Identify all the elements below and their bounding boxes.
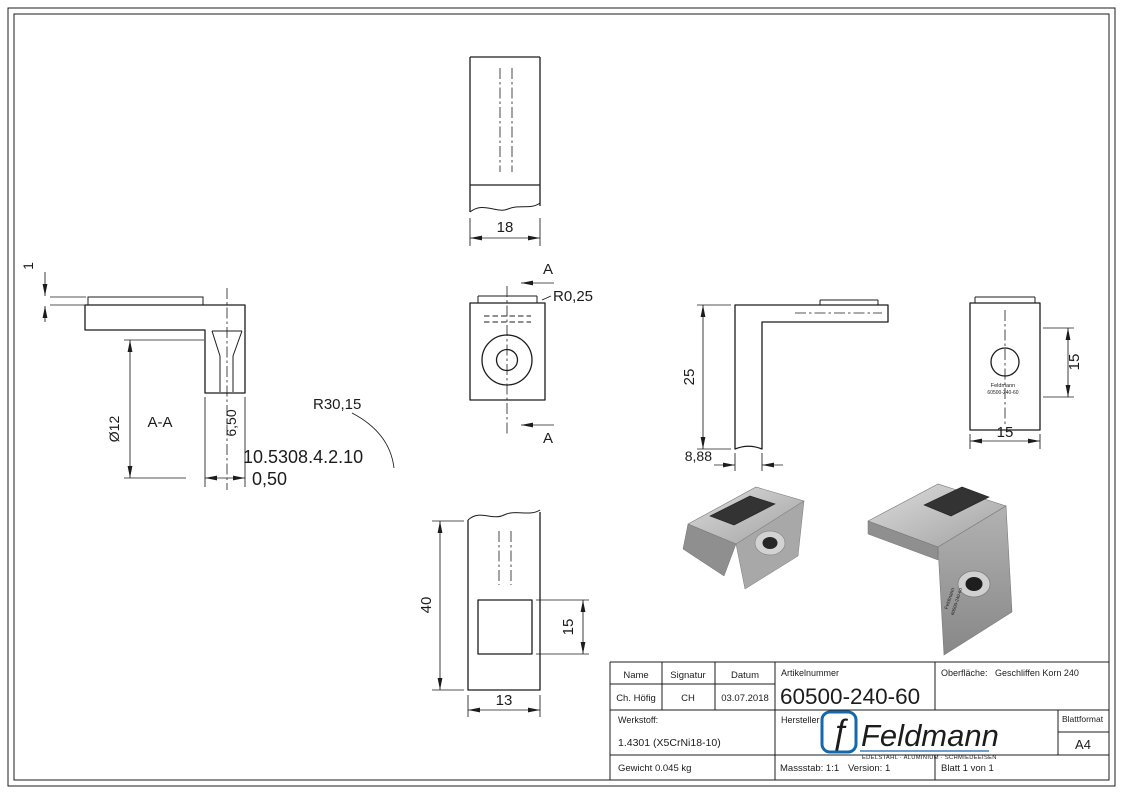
top-view: 18 [469,56,541,246]
artikelnummer-label: Artikelnummer [781,668,839,678]
dim-width-15: 15 [997,424,1014,441]
dim-height-15: 15 [1066,354,1083,371]
centerlines [499,68,513,172]
bottom-view: 40 15 13 [418,509,589,717]
gewicht: Gewicht 0.045 kg [618,763,691,774]
dim-diameter-12: Ø12 [106,416,122,443]
dim-width-13: 13 [496,692,513,709]
logo-wordmark: Feldmann [861,718,999,753]
hole-dark [762,537,778,549]
centerlines [498,531,512,585]
version: Version: 1 [848,763,890,774]
col-header-name: Name [623,670,648,681]
hidden-edges [484,315,531,323]
hole-dark [965,577,983,591]
dim-width-18: 18 [497,219,514,236]
dim-pad-thickness: 1 [20,262,36,270]
iso-render-2: Feldmann 60500-240-60 [867,483,1013,656]
oberflaeche-label: Oberfläche: [941,668,988,678]
logo-tagline: EDELSTAHL · ALUMINIUM · SCHMIEDEEISEN [862,755,997,761]
rubber-pad-top [923,486,990,517]
break-line [467,509,541,521]
rubber-pad-top [709,495,776,526]
title-block-grid [609,661,1109,780]
value-datum: 03.07.2018 [721,693,769,704]
artikelnummer-value: 60500-240-60 [780,684,920,709]
value-name: Ch. Höfig [616,693,656,704]
feldmann-logo: ƒ Feldmann EDELSTAHL · ALUMINIUM · SCHMI… [820,710,999,761]
col-header-signatur: Signatur [670,670,705,681]
dim-radius-r025: R0,25 [553,288,593,305]
pad-edge [477,295,538,303]
front-view: A A R0,25 [469,261,593,447]
section-label-bottom: A [543,430,553,447]
blatt: Blatt 1 von 1 [941,763,994,774]
radius-leader [351,412,395,469]
pad-square [477,599,533,655]
hersteller-label: Hersteller [781,715,820,725]
dim-height-25: 25 [681,369,698,386]
engraving-brand: Feldmann [991,383,1015,389]
dim-length-40: 40 [418,597,435,614]
blattformat-value: A4 [1075,737,1091,752]
sheet-border [7,7,1116,787]
col-header-datum: Datum [731,670,759,681]
massstab: Massstab: 1:1 [780,763,839,774]
dim-radius-r3015: R30,15 [313,396,361,413]
section-view-aa: 1 Ø12 0,50 6,50 R30,15 10.5308.4.2.10 A-… [20,262,395,490]
pad-edge [974,296,1036,303]
werkstoff-label: Werkstoff: [618,715,658,725]
iso-render-1 [682,486,805,590]
dim-gap-050: 0,50 [252,469,287,489]
section-body [84,304,246,394]
logo-icon-box [820,710,858,754]
pad-edge [819,299,879,305]
dim-pad-15: 15 [560,619,577,636]
dim-depth-888: 8,88 [685,448,712,464]
blattformat-label: Blattformat [1062,714,1104,724]
side-view: 25 8,88 [681,299,889,471]
title-block: Name Signatur Datum Ch. Höfig CH 03.07.2… [609,661,1109,780]
break-line [469,202,541,213]
right-view: Feldmann 60500-240-60 15 15 [969,296,1083,449]
dim-countersink-650: 6,50 [223,409,239,436]
ref-number: 10.5308.4.2.10 [243,447,363,467]
value-signatur: CH [681,693,695,704]
rubber-pad [87,296,204,306]
oberflaeche-value: Geschliffen Korn 240 [995,668,1079,678]
section-label-top: A [543,261,553,278]
section-name-label: A-A [147,414,172,431]
werkstoff-value: 1.4301 (X5CrNi18-10) [618,737,721,749]
logo-f-icon: ƒ [831,713,850,752]
engraving-number: 60500-240-60 [987,390,1018,396]
